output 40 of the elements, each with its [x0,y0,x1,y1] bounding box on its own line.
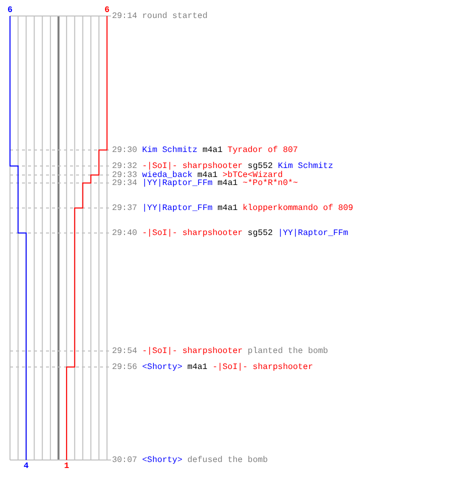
weapon-name: sg552 [248,228,273,238]
player-name: -|SoI|- sharpshooter [142,346,243,356]
weapon-name: m4a1 [202,145,223,155]
event-text: round started [142,11,208,21]
player-name: ~*Po*R*n0*~ [242,178,298,188]
player-name: Kim Schmitz [142,145,198,155]
player-name: Kim Schmitz [278,161,334,171]
count-label: 6 [104,5,110,15]
weapon-name: m4a1 [197,170,218,180]
player-name: |YY|Raptor_FFm [142,203,213,213]
time-label: 29:14 [112,11,138,21]
time-label: 29:32 [112,161,138,171]
player-name: <Shorty> [142,362,182,372]
time-label: 29:37 [112,203,138,213]
player-name: wieda_back [142,170,192,180]
player-name: -|SoI|- sharpshooter [212,362,313,372]
player-name: klopperkommando of 809 [242,203,354,213]
player-name: |YY|Raptor_FFm [278,228,348,238]
player-name: -|SoI|- sharpshooter [142,161,243,171]
count-label: 6 [8,5,13,15]
time-label: 29:33 [112,170,138,180]
time-label: 30:07 [112,455,138,465]
player-name: >bTCe<Wizard [222,170,283,180]
player-name: Tyrador of 807 [228,145,298,155]
player-name: <Shorty> [142,455,182,465]
weapon-name: m4a1 [218,178,238,188]
event-text: planted the bomb [248,346,328,356]
count-label: 1 [64,461,70,471]
weapon-name: m4a1 [218,203,238,213]
time-label: 29:34 [112,178,138,188]
time-label: 29:54 [112,346,138,356]
player-name: -|SoI|- sharpshooter [142,228,243,238]
player-name: |YY|Raptor_FFm [142,178,213,188]
event-text: defused the bomb [187,455,268,465]
weapon-name: sg552 [248,161,273,171]
count-label: 4 [24,461,29,471]
time-label: 29:30 [112,145,138,155]
weapon-name: m4a1 [187,362,208,372]
time-label: 29:56 [112,362,138,372]
time-label: 29:40 [112,228,138,238]
